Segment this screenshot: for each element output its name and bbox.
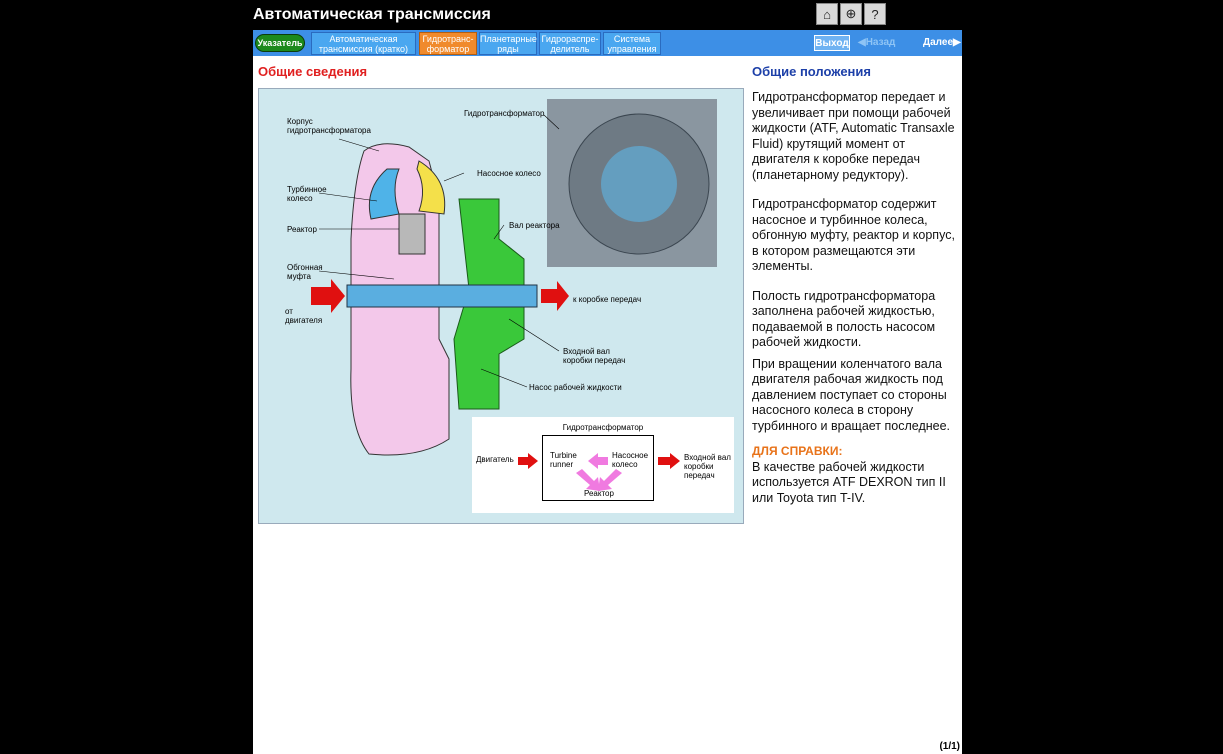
next-button[interactable]: Далее▶ (923, 37, 961, 48)
tab-overview-line1: Автоматическая (329, 33, 398, 44)
reference-text: В качестве рабочей жидкости используется… (752, 459, 946, 505)
tab-torque-converter[interactable]: Гидротранс- форматор (419, 32, 477, 55)
schema-turbine: Turbine runner (550, 451, 577, 469)
label-to-gearbox: к коробке передач (573, 295, 642, 304)
label-fluid-pump: Насос рабочей жидкости (529, 383, 622, 392)
globe-icon[interactable]: ⊕ (840, 3, 862, 25)
label-input-shaft: Входной вал коробки передач (563, 347, 626, 365)
index-button[interactable]: Указатель (255, 34, 305, 52)
schema-reactor: Реактор (584, 489, 614, 498)
reference-label: ДЛЯ СПРАВКИ: (752, 444, 843, 458)
flow-schema: Гидротрансформатор Двигатель Turbine run… (472, 417, 734, 513)
paragraph-1: Гидротрансформатор передает и увеличивае… (752, 90, 955, 182)
label-clutch: Обгонная муфта (287, 263, 323, 281)
arrow-from-engine (311, 279, 345, 313)
tab-torque-converter-line1: Гидротранс- (422, 33, 474, 44)
tab-hydraulic[interactable]: Гидрораспре- делитель (539, 32, 601, 55)
nav-bar: Указатель Автоматическая трансмиссия (кр… (253, 30, 962, 56)
schema-box (542, 435, 654, 501)
back-button[interactable]: ◀Назад (858, 37, 896, 48)
section-title-right: Общие положения (752, 64, 871, 79)
label-reactor-shaft: Вал реактора (509, 221, 560, 230)
schema-pump: Насосное колесо (612, 451, 649, 469)
label-from-engine: от двигателя (285, 307, 323, 325)
tab-hydraulic-line2: делитель (550, 43, 590, 54)
cutaway-drawing (311, 99, 717, 456)
help-icon[interactable]: ? (864, 3, 886, 25)
reactor-shape (398, 213, 426, 255)
home-icon[interactable]: ⌂ (816, 3, 838, 25)
back-label: Назад (865, 37, 896, 48)
arrow-to-gearbox (541, 281, 569, 311)
tab-planetary[interactable]: Планетарные ряды (479, 32, 537, 55)
app-title: Автоматическая трансмиссия (253, 6, 491, 23)
input-shaft-shape (346, 284, 538, 308)
content-area: Общие сведения Общие положения (253, 56, 962, 754)
title-bar: Автоматическая трансмиссия ⌂ ⊕ ? (253, 0, 962, 30)
page-counter: (1/1) (939, 741, 960, 752)
schema-engine: Двигатель (476, 455, 514, 464)
tab-planetary-line1: Планетарные (480, 33, 537, 44)
info-text-column: Гидротрансформатор передает и увеличивае… (752, 90, 958, 506)
label-turbine: Турбинное колесо (287, 185, 327, 203)
exit-button[interactable]: Выход (814, 35, 850, 51)
torque-converter-diagram: Корпус гидротрансформатора Турбинное кол… (258, 88, 744, 524)
paragraph-4: При вращении коленчатого вала двигателя … (752, 356, 951, 433)
photo-fluid-highlight (601, 146, 677, 222)
tab-overview-line2: трансмиссия (кратко) (318, 43, 409, 54)
label-reactor: Реактор (287, 225, 317, 234)
tab-planetary-line2: ряды (497, 43, 519, 54)
next-label: Далее (923, 37, 954, 48)
tab-hydraulic-line1: Гидрораспре- (541, 33, 599, 44)
label-converter: Гидротрансформатор (464, 109, 545, 118)
schema-title: Гидротрансформатор (562, 423, 644, 432)
tab-control-line2: управления (607, 43, 657, 54)
tab-torque-converter-line2: форматор (426, 43, 470, 54)
tab-overview[interactable]: Автоматическая трансмиссия (кратко) (311, 32, 416, 55)
tab-control-line1: Система (613, 33, 651, 44)
label-pump: Насосное колесо (477, 169, 541, 178)
paragraph-2: Гидротрансформатор содержит насосное и т… (752, 197, 955, 273)
schema-output: Входной вал коробки передач (684, 453, 731, 480)
schema-arrows (518, 453, 680, 491)
paragraph-3: Полость гидротрансформатора заполнена ра… (752, 288, 936, 350)
section-title-left: Общие сведения (258, 64, 368, 79)
tab-control[interactable]: Система управления (603, 32, 661, 55)
top-icon-group: ⌂ ⊕ ? (816, 3, 886, 25)
label-housing: Корпус гидротрансформатора (287, 117, 371, 135)
pump-shape (416, 160, 446, 215)
